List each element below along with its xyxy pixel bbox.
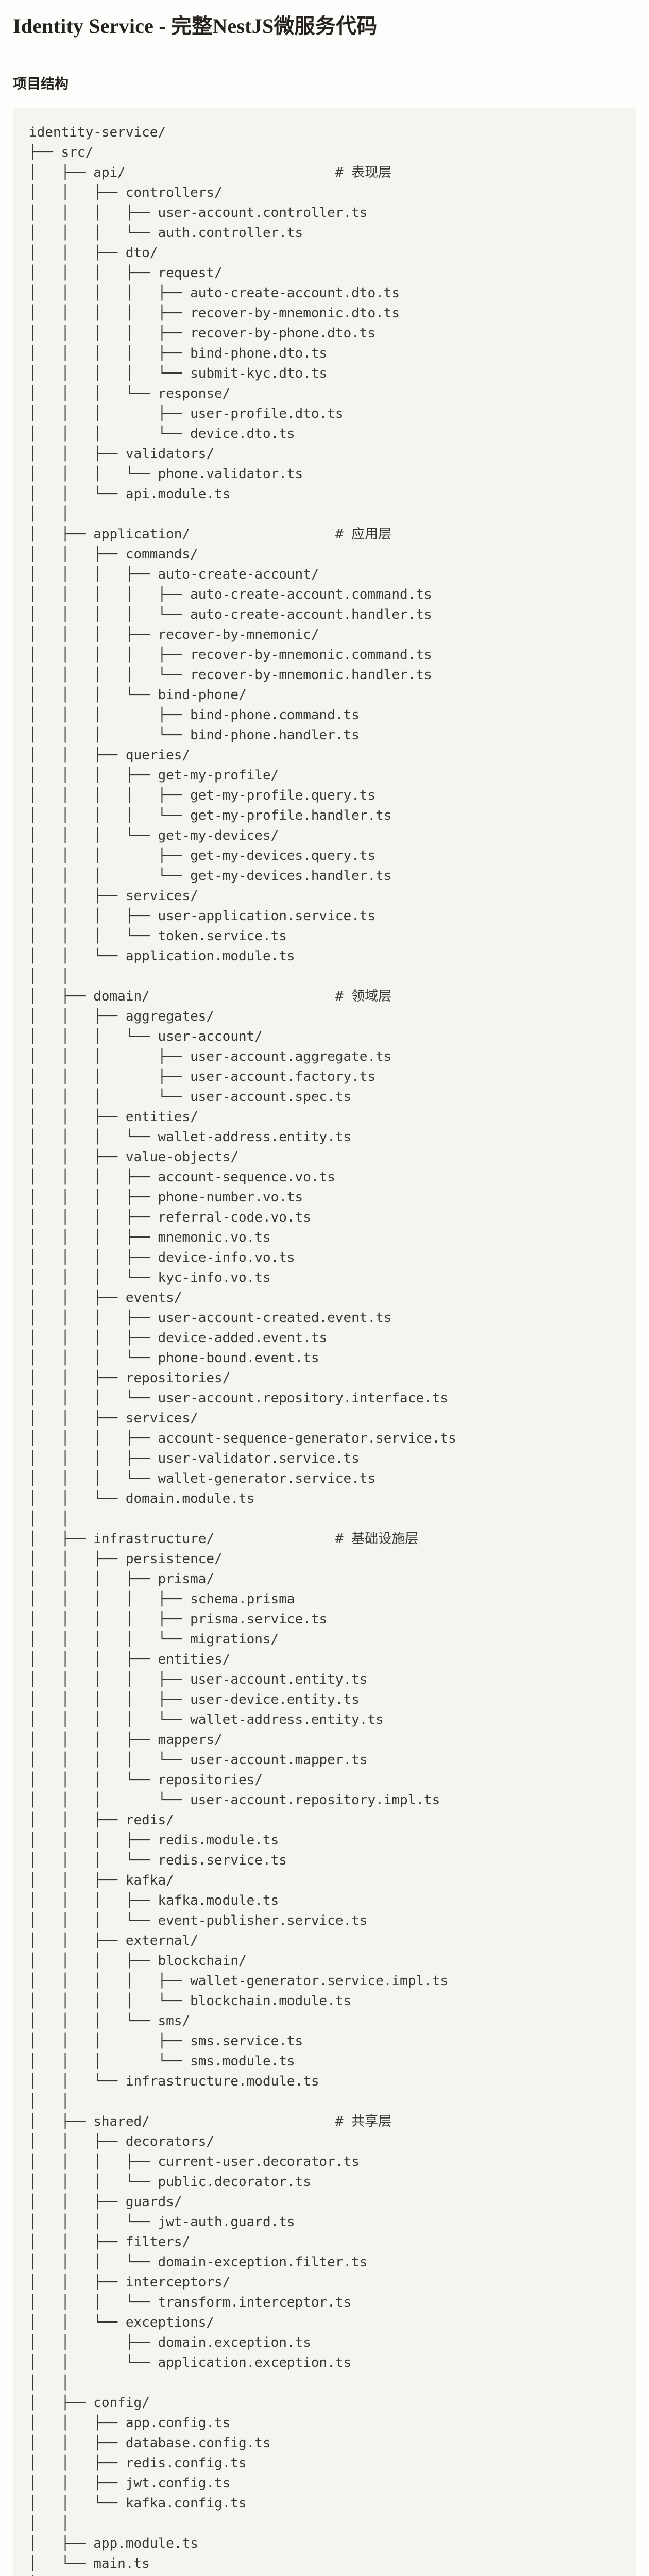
code-block: identity-service/ ├── src/ │ ├── api/ # … bbox=[13, 108, 636, 2576]
section-heading-project-structure: 项目结构 bbox=[13, 76, 69, 92]
page-title: Identity Service - 完整NestJS微服务代码 bbox=[13, 14, 378, 38]
file-tree-code: identity-service/ ├── src/ │ ├── api/ # … bbox=[29, 125, 456, 2572]
